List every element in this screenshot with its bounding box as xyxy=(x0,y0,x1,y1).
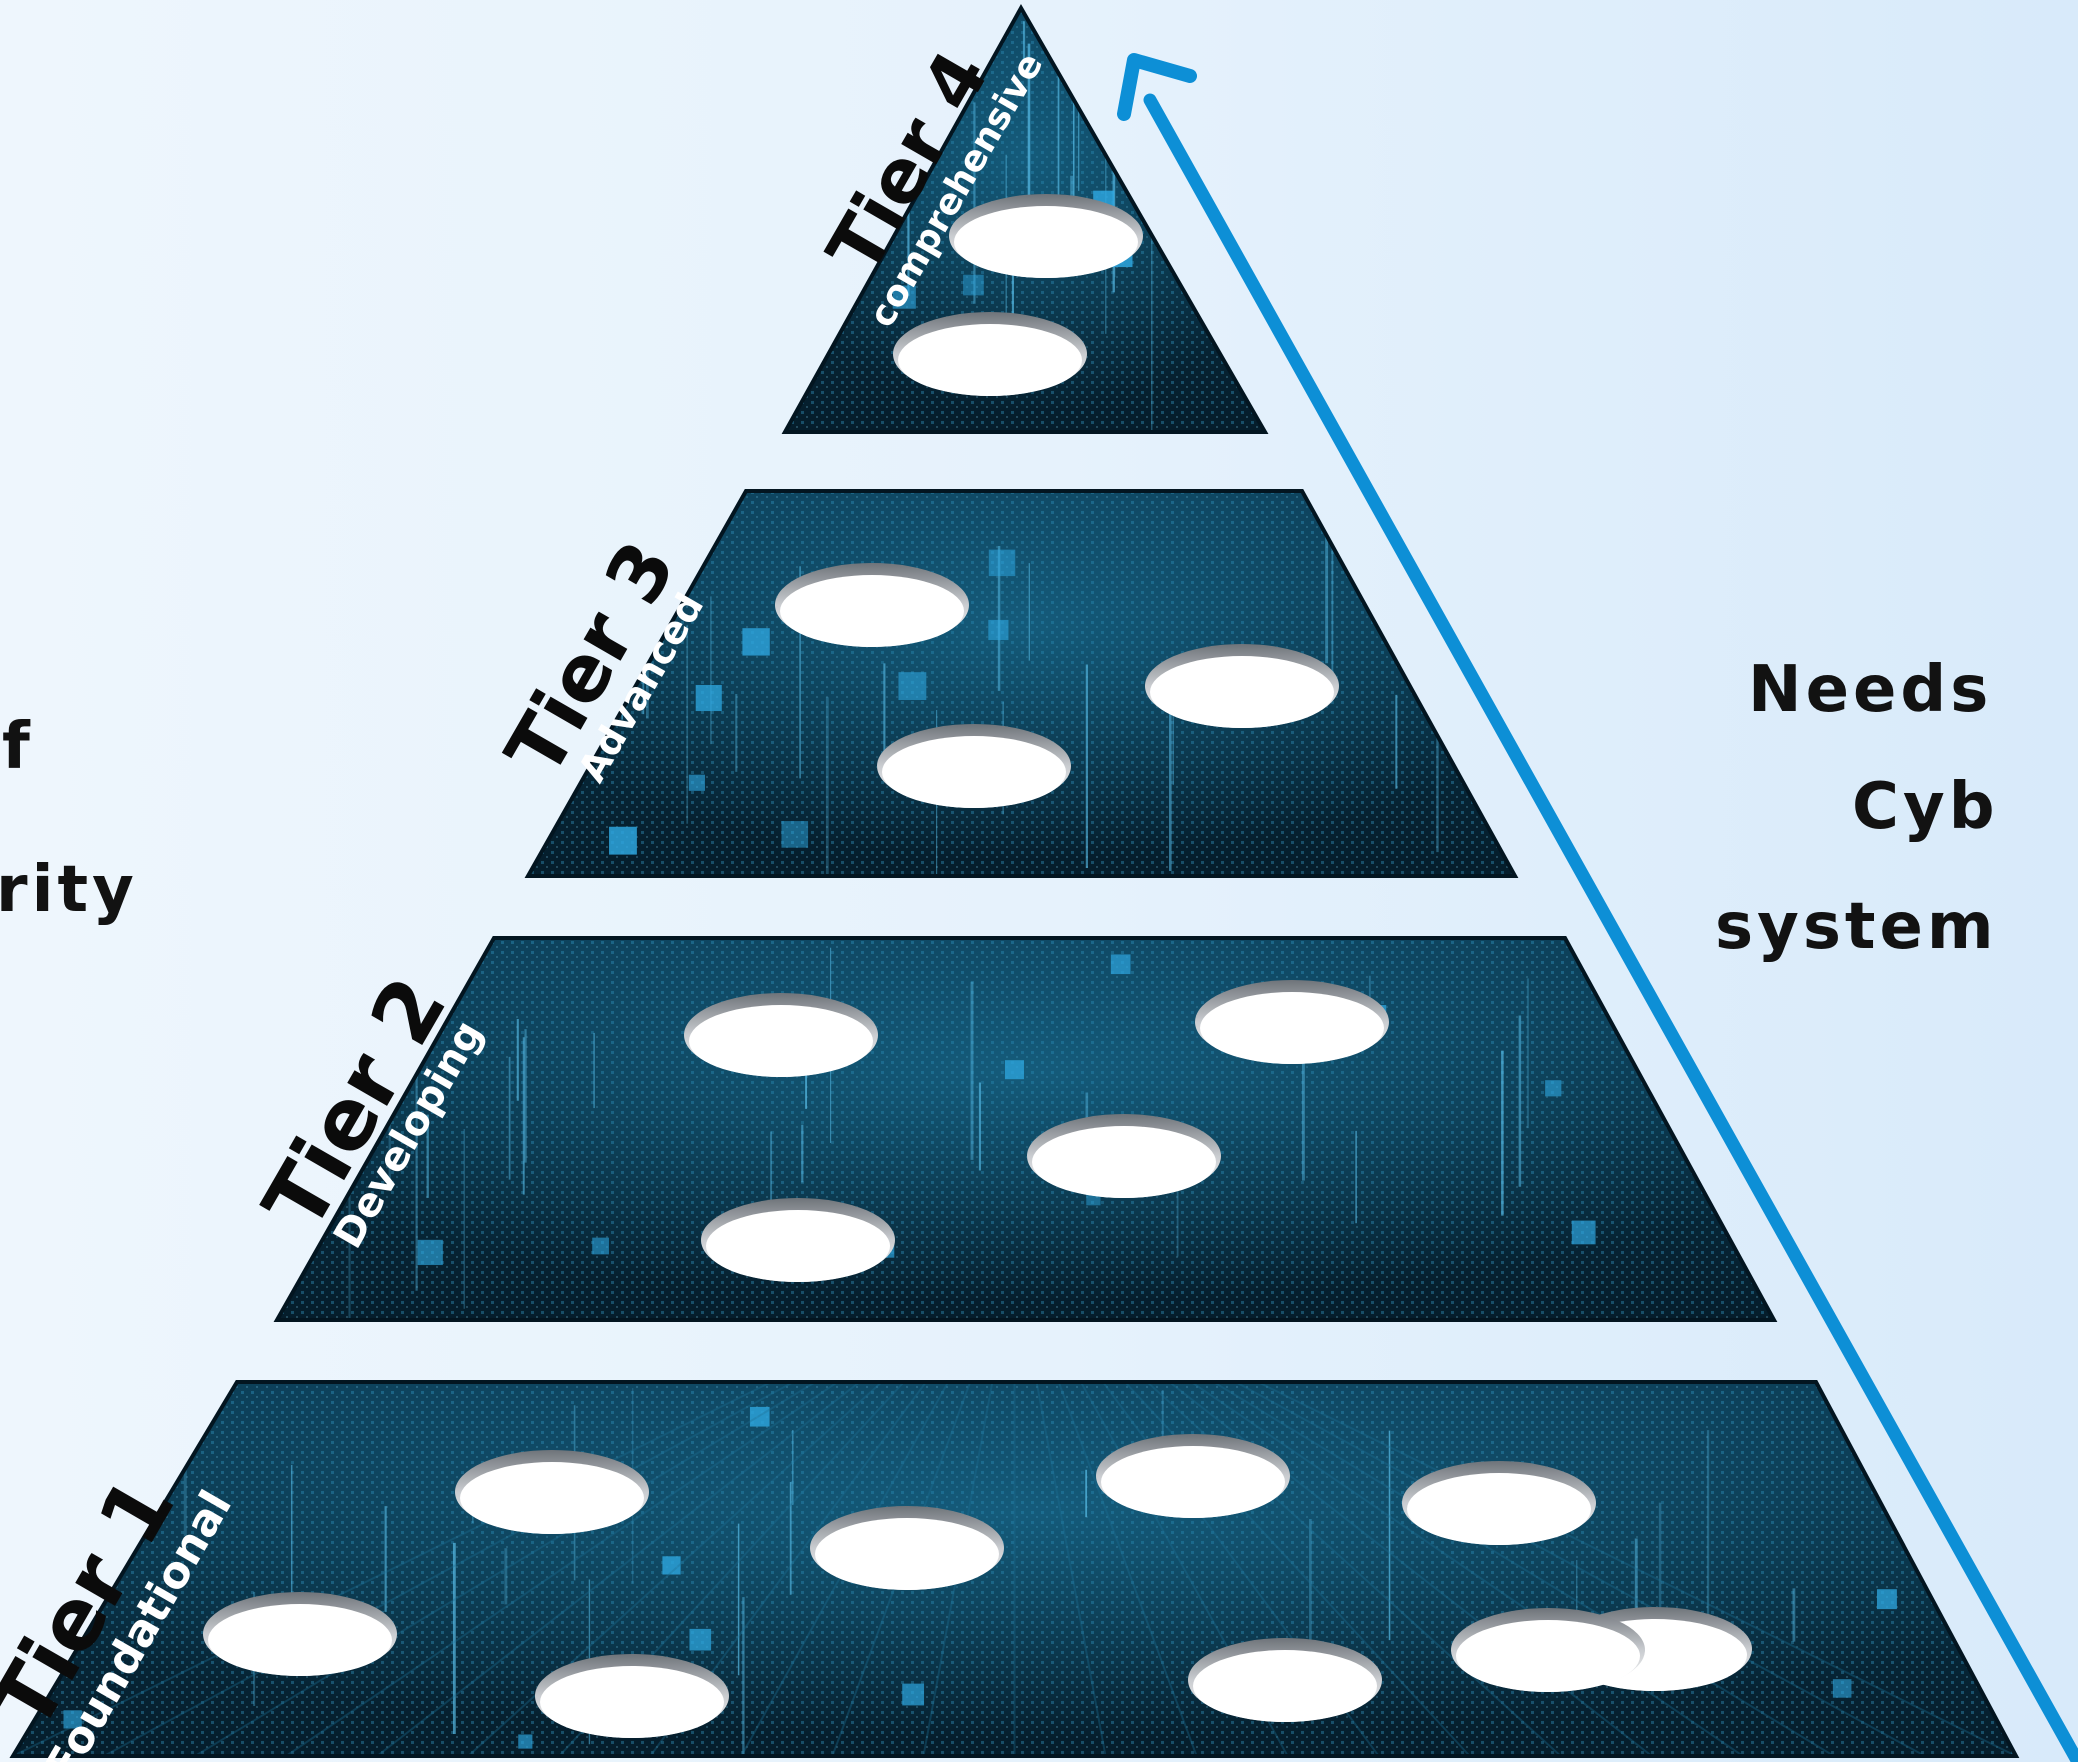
tier-1-slot xyxy=(1402,1461,1596,1545)
tier-2-slot xyxy=(684,993,878,1077)
right-text-line-1: Needs xyxy=(1748,653,1993,727)
tier-2-texture xyxy=(277,938,1774,1320)
tier-1-slot xyxy=(810,1506,1004,1590)
tier-1-slot xyxy=(1451,1608,1645,1692)
tier-1-slot xyxy=(535,1654,729,1738)
tier-2-slot xyxy=(1027,1114,1221,1198)
ascending-arrow xyxy=(1117,53,2078,1762)
tier-3-texture xyxy=(528,491,1515,876)
tier-1-texture xyxy=(13,1382,2016,1756)
tier-1-slot xyxy=(203,1592,397,1676)
right-text-line-2: Cyb xyxy=(1852,770,1999,844)
tier-3-slot xyxy=(775,563,969,647)
tier-1-slot xyxy=(455,1450,649,1534)
tier-2-slot xyxy=(701,1198,895,1282)
tier-3-slot xyxy=(1145,644,1339,728)
arrow-shaft xyxy=(1143,93,2078,1762)
left-text-line-2: rity xyxy=(0,853,138,927)
tier-4-slot xyxy=(949,194,1143,278)
tier-2-slot xyxy=(1195,980,1389,1064)
tier-4-slot xyxy=(893,312,1087,396)
arrow-head xyxy=(1117,53,1197,121)
right-text-line-3: system xyxy=(1715,890,1998,964)
tier-1-slot xyxy=(1096,1434,1290,1518)
tier-1-slot xyxy=(1188,1638,1382,1722)
left-text-line-1: f xyxy=(2,710,34,784)
tier-3-slot xyxy=(877,724,1071,808)
